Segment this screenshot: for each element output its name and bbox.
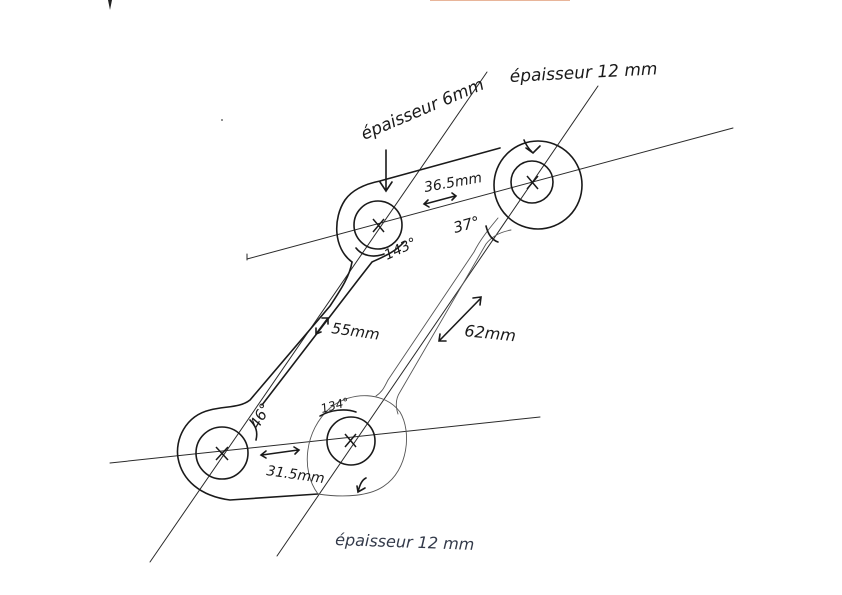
label-thickness-top-right: épaisseur 12 mm (509, 59, 658, 87)
label-angle-46: 46° (246, 400, 275, 432)
lower-right-hole (326, 416, 376, 466)
arrow-down-upper-left (379, 149, 393, 193)
lower-left-hole (195, 426, 249, 480)
angle-arc-46 (249, 419, 258, 441)
lower-right-lobe (306, 395, 407, 497)
dim-arrow-top-spacing (422, 192, 458, 208)
dim-arrow-right-link (438, 296, 482, 342)
pivot-marks (215, 175, 539, 461)
upper-axis-line (246, 127, 734, 261)
upper-left-hole (353, 200, 403, 250)
right-link-edge-b (375, 217, 499, 397)
pivot-x-lower-left (215, 446, 229, 461)
upper-plate-edge (335, 147, 501, 263)
left-link-inner-edge (261, 241, 405, 406)
dimension-arrows (259, 192, 482, 459)
annotations: épaisseur 6mm épaisseur 12 mm épaisseur … (246, 59, 658, 554)
label-angle-134: 134° (319, 395, 351, 416)
upper-right-hole (510, 160, 554, 204)
label-left-link: 55mm (330, 319, 380, 344)
label-right-link: 62mm (464, 321, 517, 345)
angle-arcs (249, 225, 499, 441)
dim-arrow-bottom-spacing (259, 446, 301, 459)
dim-arrow-left-link (315, 317, 329, 336)
label-top-spacing: 36.5mm (423, 170, 483, 196)
arrow-up-bottom (356, 477, 367, 494)
arrow-down-upper-right (523, 139, 541, 155)
pivot-x-upper-left (372, 218, 385, 233)
label-bottom-spacing: 31.5mm (265, 463, 325, 487)
pencil-dot (221, 119, 223, 121)
label-thickness-top-left: épaisseur 6mm (358, 75, 487, 145)
label-thickness-bottom: épaisseur 12 mm (335, 530, 475, 554)
angle-arc-143 (355, 247, 385, 257)
lower-axis-line (109, 416, 541, 464)
left-diagonal-line (149, 71, 488, 563)
label-angle-143: 143° (382, 235, 419, 264)
label-angle-37: 37° (451, 213, 481, 237)
angle-arc-37 (485, 225, 499, 243)
pivot-x-lower-right (344, 433, 357, 448)
paper-corner-mark (108, 0, 112, 10)
construction-lines (109, 71, 734, 563)
thickness-arrows (356, 139, 541, 494)
plate-outline (176, 140, 583, 501)
right-link-edge-a (395, 229, 512, 415)
pivot-x-upper-right (526, 175, 539, 190)
angle-arc-134 (319, 409, 357, 417)
upper-right-lobe (493, 140, 583, 230)
left-link-outer-edge (176, 261, 353, 501)
